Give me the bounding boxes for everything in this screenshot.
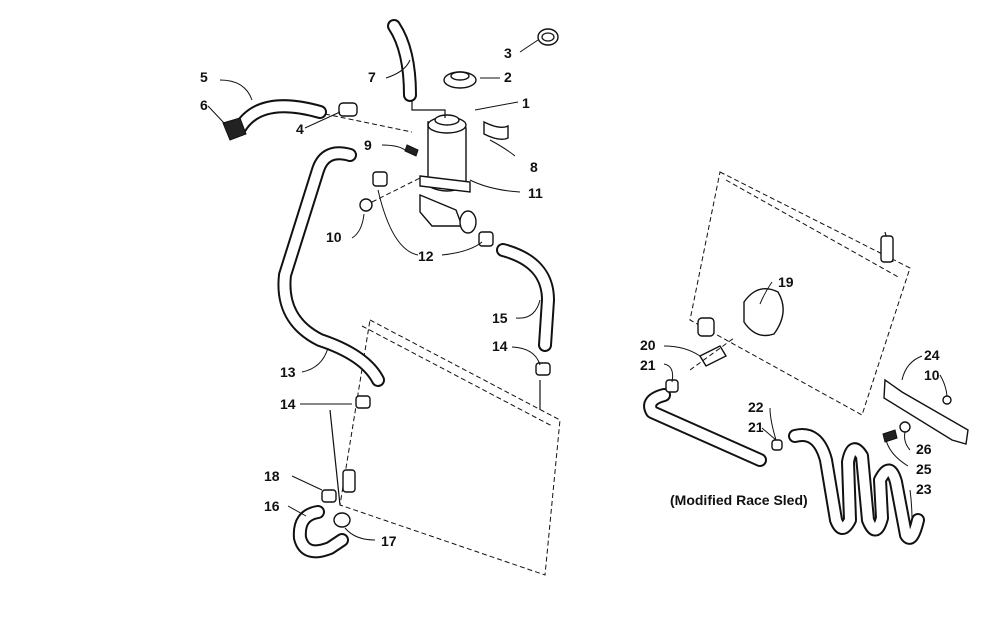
right-fitting — [880, 235, 894, 263]
callout-7: 7 — [368, 69, 376, 85]
callout-3: 3 — [504, 45, 512, 61]
callout-9: 9 — [364, 137, 372, 153]
hose-clamp-12b — [478, 231, 494, 247]
hose-clamp-14a — [355, 395, 371, 409]
connector-20 — [689, 337, 735, 371]
callout-17: 17 — [381, 533, 397, 549]
callout-5: 5 — [200, 69, 208, 85]
callout-10a: 10 — [326, 229, 342, 245]
callout-20: 20 — [640, 337, 656, 353]
bolt-26 — [882, 429, 898, 443]
hose-clamp-18 — [321, 489, 337, 503]
lower-hose — [478, 231, 555, 410]
callout-8: 8 — [530, 159, 538, 175]
coolant-bottle — [419, 114, 477, 234]
mounting-strap — [419, 175, 471, 193]
bracket — [483, 120, 509, 141]
hose-clamp-14b — [535, 362, 551, 376]
left-heat-exchanger — [329, 319, 561, 576]
callout-14a: 14 — [280, 396, 296, 412]
overflow-hose — [387, 19, 446, 118]
callout-11: 11 — [528, 185, 543, 201]
clamp-21b — [771, 439, 783, 451]
nut — [359, 198, 373, 212]
nut-10b — [942, 395, 952, 405]
bracket-24 — [883, 378, 969, 445]
modified-race-sled-note: (Modified Race Sled) — [670, 492, 808, 508]
callout-13: 13 — [280, 364, 296, 380]
fitting-20 — [697, 317, 715, 337]
right-heat-exchanger — [689, 171, 911, 416]
callout-1: 1 — [522, 95, 530, 111]
callout-16: 16 — [264, 498, 280, 514]
callout-4: 4 — [296, 121, 304, 137]
callout-24: 24 — [924, 347, 940, 363]
vent-hose — [222, 99, 413, 141]
cap-17 — [333, 512, 351, 528]
callout-10b: 10 — [924, 367, 940, 383]
callout-18: 18 — [264, 468, 280, 484]
callout-12: 12 — [418, 248, 434, 264]
washer-25 — [899, 421, 911, 433]
callout-6: 6 — [200, 97, 208, 113]
plate-19 — [743, 288, 784, 337]
hose-clamp-6 — [222, 117, 247, 141]
callout-26: 26 — [916, 441, 932, 457]
callout-19: 19 — [778, 274, 794, 290]
callout-21a: 21 — [640, 357, 656, 373]
callout-23: 23 — [916, 481, 932, 497]
callout-15: 15 — [492, 310, 508, 326]
screw — [404, 144, 419, 157]
upper-hose — [277, 146, 388, 409]
small-clamp — [537, 28, 559, 46]
pressure-cap — [443, 71, 477, 89]
leader-lines — [207, 39, 948, 541]
callout-25: 25 — [916, 461, 932, 477]
callout-labels: 1 2 3 4 5 6 7 8 9 10 11 12 13 14 15 14 1… — [200, 45, 940, 549]
callout-22: 22 — [748, 399, 764, 415]
hose-clamp-4 — [338, 102, 358, 117]
hose-clamp-12a — [372, 171, 388, 187]
hose-23 — [788, 428, 925, 545]
callout-21b: 21 — [748, 419, 764, 435]
callout-2: 2 — [504, 69, 512, 85]
bypass-hose — [292, 469, 356, 559]
callout-14b: 14 — [492, 338, 508, 354]
